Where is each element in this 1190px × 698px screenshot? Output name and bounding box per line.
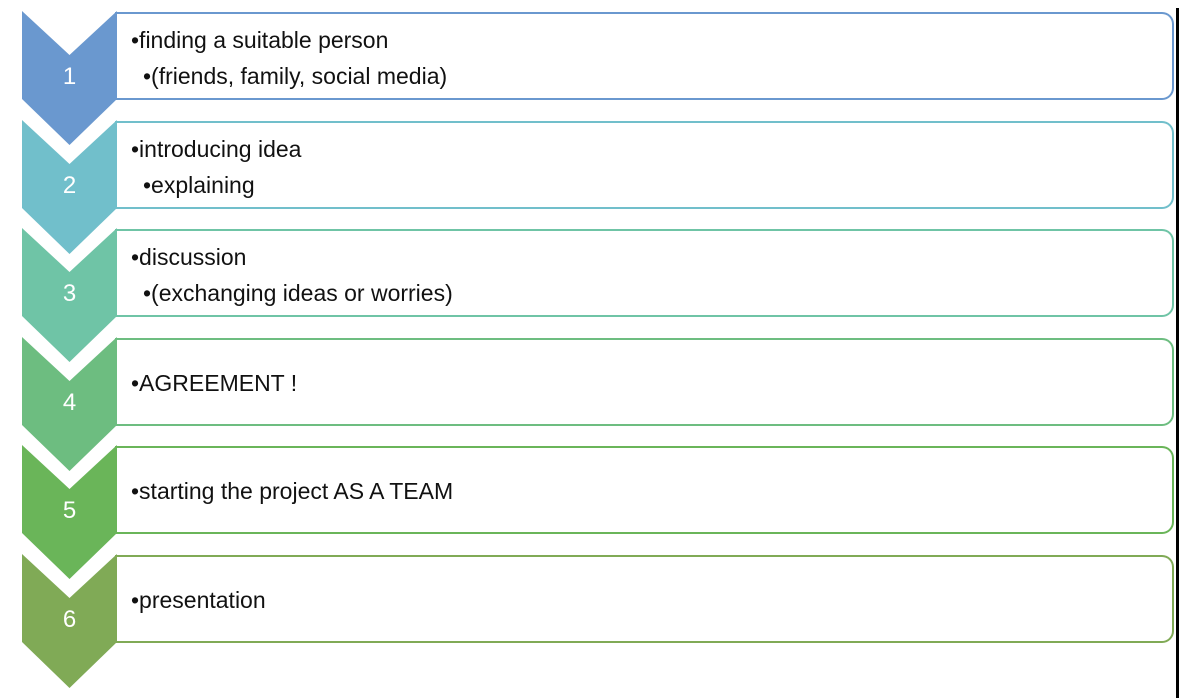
step-text-box: •starting the project AS A TEAM bbox=[115, 446, 1174, 535]
step-bullet: •(friends, family, social media) bbox=[143, 63, 448, 89]
step-bullet: •starting the project AS A TEAM bbox=[131, 478, 454, 505]
step-text: •finding a suitable person •(friends, fam… bbox=[131, 22, 447, 94]
step-bullet: •explaining bbox=[143, 171, 255, 198]
step-bullet: •introducing idea bbox=[131, 135, 302, 162]
step-text-box: •presentation bbox=[115, 555, 1174, 643]
step-bullet: •discussion bbox=[131, 244, 247, 271]
step-text: •presentation bbox=[131, 582, 266, 618]
step-text: •discussion •(exchanging ideas or worries… bbox=[131, 239, 453, 311]
chevron-arrow-icon bbox=[22, 11, 117, 145]
page-edge-divider bbox=[1176, 8, 1179, 698]
chevron-arrow-icon bbox=[22, 554, 117, 688]
chevron-arrow-icon bbox=[22, 119, 117, 254]
step-bullet: •finding a suitable person bbox=[131, 27, 389, 53]
step-bullet: •(exchanging ideas or worries) bbox=[143, 280, 453, 307]
step-text: •introducing idea •explaining bbox=[131, 131, 301, 203]
step-number: 2 bbox=[62, 171, 77, 199]
process-step-3: •discussion •(exchanging ideas or worries… bbox=[0, 228, 1180, 364]
process-step-4: •AGREEMENT ! 4 bbox=[0, 336, 1180, 473]
step-text-box: •discussion •(exchanging ideas or worries… bbox=[115, 229, 1174, 318]
step-bullet: •AGREEMENT ! bbox=[131, 369, 298, 396]
process-step-2: •introducing idea •explaining 2 bbox=[0, 119, 1180, 256]
step-text-box: •AGREEMENT ! bbox=[115, 337, 1174, 426]
step-text-box: •finding a suitable person •(friends, fam… bbox=[115, 12, 1174, 100]
step-bullet: •presentation bbox=[131, 587, 266, 613]
step-number: 1 bbox=[62, 63, 77, 90]
chevron-arrow-icon bbox=[22, 445, 117, 580]
step-number: 4 bbox=[62, 388, 77, 416]
process-step-1: •finding a suitable person •(friends, fam… bbox=[0, 11, 1180, 147]
step-text: •starting the project AS A TEAM bbox=[131, 473, 453, 509]
step-text: •AGREEMENT ! bbox=[131, 365, 297, 401]
chevron-arrow-icon bbox=[22, 336, 117, 471]
step-number: 5 bbox=[62, 497, 77, 525]
process-step-5: •starting the project AS A TEAM 5 bbox=[0, 445, 1180, 581]
step-number: 3 bbox=[62, 280, 77, 308]
chevron-arrow-icon bbox=[22, 228, 117, 363]
step-text-box: •introducing idea •explaining bbox=[115, 120, 1174, 209]
step-number: 6 bbox=[62, 606, 77, 633]
process-step-6: •presentation 6 bbox=[0, 554, 1180, 690]
